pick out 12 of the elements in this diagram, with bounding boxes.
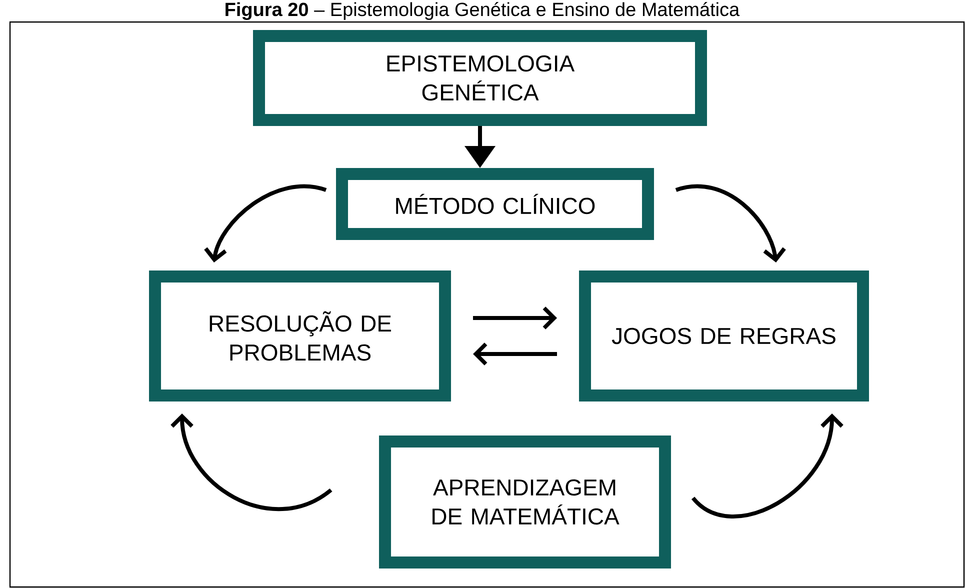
concept-box: APRENDIZAGEM DE MATEMÁTICA [379,436,671,568]
concept-box: MÉTODO CLÍNICO [336,168,654,240]
arrow [473,342,557,366]
arrow [692,414,844,518]
arrow [170,414,332,512]
arrow [676,184,786,262]
figure-title: Figura 20 – Epistemologia Genética e Ensino de Matemática [226,2,740,20]
concept-box: RESOLUÇÃO DE PROBLEMAS [149,270,451,402]
concept-box: EPISTEMOLOGIA GENÉTICA [253,30,707,126]
arrow [473,306,557,330]
arrow [204,184,326,262]
concept-box: JOGOS DE REGRAS [579,270,869,402]
